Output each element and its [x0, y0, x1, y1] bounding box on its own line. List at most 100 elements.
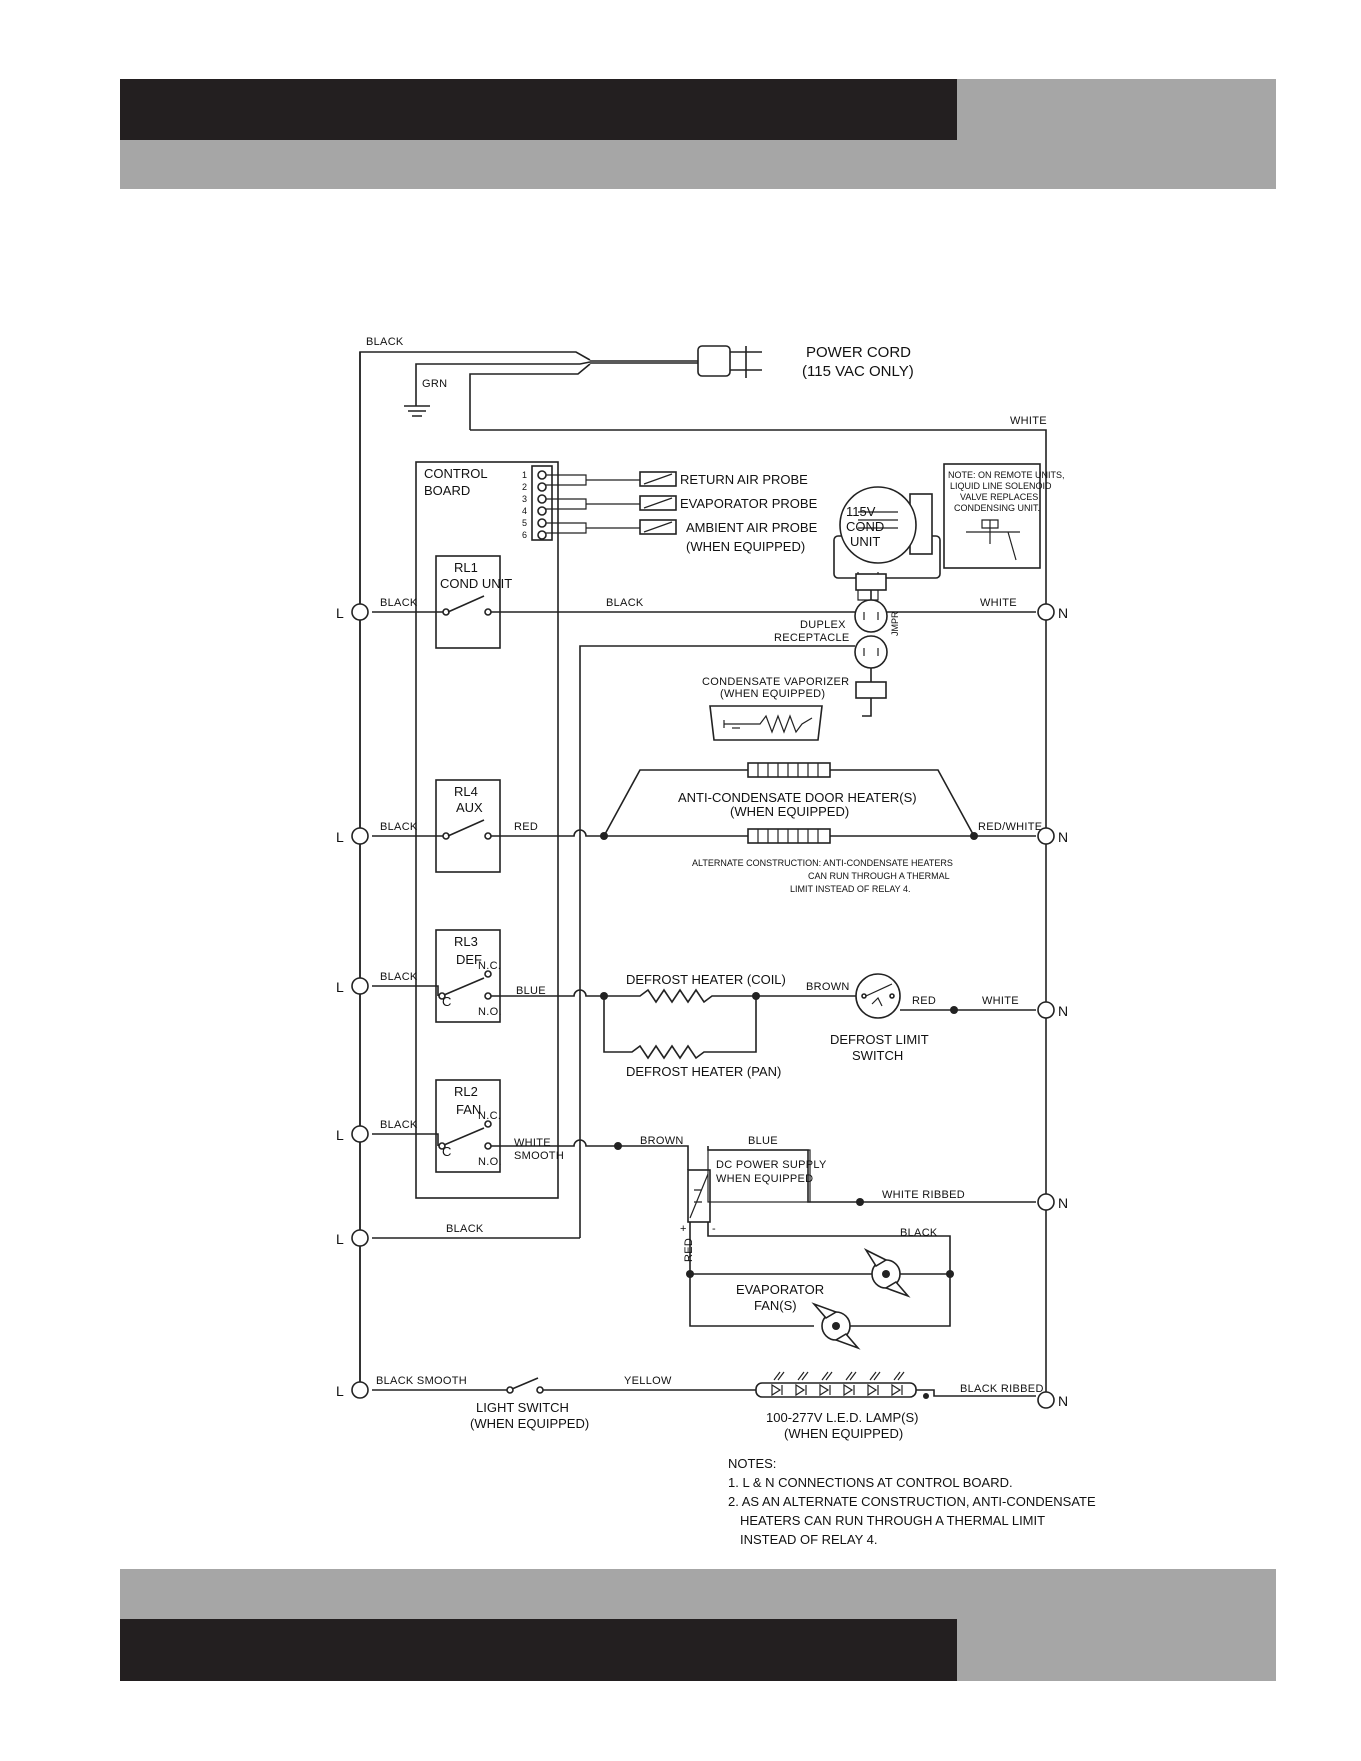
vaporizer-line1: CONDENSATE VAPORIZER: [702, 676, 849, 688]
vaporizer-line2: (WHEN EQUIPPED): [720, 688, 825, 700]
door-heater-upper-icon: [747, 762, 831, 778]
alt-construction-line1: ALTERNATE CONSTRUCTION: ANTI-CONDENSATE …: [692, 858, 953, 868]
relay-rl4: [435, 779, 501, 873]
terminal-l-4: [351, 1125, 369, 1143]
n-label-4: N: [1058, 1195, 1068, 1211]
defrost-red-label: RED: [912, 995, 936, 1007]
return-air-probe-icon: [639, 471, 677, 487]
notes-item-3: HEATERS CAN RUN THROUGH A THERMAL LIMIT: [740, 1513, 1045, 1528]
power-cord-title: POWER CORD: [806, 344, 911, 361]
dc-minus: -: [712, 1223, 716, 1235]
notes-item-4: INSTEAD OF RELAY 4.: [740, 1532, 878, 1547]
terminal-3: 3: [522, 494, 527, 504]
return-air-probe-label: RETURN AIR PROBE: [680, 472, 808, 487]
fan-icon-2: [811, 1302, 861, 1350]
rl4-name: RL4: [454, 784, 478, 799]
probe-terminal-block: [531, 465, 553, 541]
black-wire-label-top: BLACK: [366, 336, 404, 348]
terminal-2: 2: [522, 482, 527, 492]
dc-power-supply-icon: [687, 1169, 711, 1223]
l-label-3: L: [336, 979, 344, 995]
defrost-brown-label: BROWN: [806, 981, 850, 993]
power-cord-subtitle: (115 VAC ONLY): [802, 363, 914, 380]
duplex-feed-wire: [579, 645, 855, 1238]
remote-note-box: [943, 463, 1041, 569]
l-label-1: L: [336, 605, 344, 621]
dc-power-line1: DC POWER SUPPLY: [716, 1159, 827, 1171]
cond-unit-line1: 115V: [846, 504, 876, 519]
l-label-6: L: [336, 1383, 344, 1399]
ground-symbol: [404, 392, 430, 417]
terminal-5: 5: [522, 518, 527, 528]
door-heater-line1: ANTI-CONDENSATE DOOR HEATER(S): [678, 790, 917, 805]
note-box-line1: NOTE: ON REMOTE UNITS,: [948, 470, 1065, 480]
notes-title: NOTES:: [728, 1456, 776, 1471]
fan-icon-1: [863, 1248, 911, 1298]
dc-red-label: RED: [683, 1238, 695, 1262]
terminal-n-5: [1037, 1391, 1055, 1409]
rl4-black-label: BLACK: [380, 821, 418, 833]
rl2-name: RL2: [454, 1084, 478, 1099]
defrost-white-label: WHITE: [982, 995, 1019, 1007]
control-board-title-2: BOARD: [424, 483, 470, 498]
notes-item-2: 2. AS AN ALTERNATE CONSTRUCTION, ANTI-CO…: [728, 1494, 1096, 1509]
rl3-name: RL3: [454, 934, 478, 949]
led-lamp-line2: (WHEN EQUIPPED): [784, 1426, 903, 1441]
rl3-sub: DEF: [456, 952, 482, 967]
terminal-l-5: [351, 1229, 369, 1247]
yellow-label: YELLOW: [624, 1375, 672, 1387]
light-switch-line2: (WHEN EQUIPPED): [470, 1416, 589, 1431]
l-label-4: L: [336, 1127, 344, 1143]
evap-fans-line1: EVAPORATOR: [736, 1282, 824, 1297]
door-heater-lower-icon: [747, 828, 831, 844]
rl1-contact: [372, 595, 1036, 616]
note-box-line3: VALVE REPLACES: [960, 492, 1038, 502]
evaporator-probe-label: EVAPORATOR PROBE: [680, 496, 818, 511]
l-label-2: L: [336, 829, 344, 845]
rl2-smooth-label: SMOOTH: [514, 1150, 564, 1162]
led-lamp-line1: 100-277V L.E.D. LAMP(S): [766, 1410, 918, 1425]
condensing-unit: [833, 486, 941, 610]
notes-item-1: 1. L & N CONNECTIONS AT CONTROL BOARD.: [728, 1475, 1013, 1490]
rl3-blue-label: BLUE: [516, 985, 546, 997]
rl2-nc: N.C.: [478, 1110, 501, 1122]
rl2-white-label: WHITE: [514, 1137, 551, 1149]
jumper-label: JMPR: [890, 611, 900, 636]
led-lamp-icon: [755, 1371, 917, 1398]
cond-unit-line2: COND: [846, 519, 884, 534]
n-label-3: N: [1058, 1003, 1068, 1019]
terminal-l-3: [351, 977, 369, 995]
ambient-air-probe-label: AMBIENT AIR PROBE: [686, 520, 818, 535]
solenoid-valve-icon: [966, 519, 1020, 561]
note-box-line2: LIQUID LINE SOLENOID: [950, 481, 1052, 491]
black-ribbed-label: BLACK RIBBED: [960, 1383, 1044, 1395]
footer-dark-band: [120, 1619, 957, 1681]
terminal-4: 4: [522, 506, 527, 516]
black-smooth-label: BLACK SMOOTH: [376, 1375, 467, 1387]
terminal-l-1: [351, 603, 369, 621]
n-label-5: N: [1058, 1393, 1068, 1409]
rl3-nc: N.C.: [478, 960, 501, 972]
fan-blue-label: BLUE: [748, 1135, 778, 1147]
evap-fans-line2: FAN(S): [754, 1298, 797, 1313]
rl2-black-label: BLACK: [380, 1119, 418, 1131]
defrost-limit-switch-icon: [855, 973, 901, 1019]
rl2-no: N.O.: [478, 1156, 502, 1168]
neutral-bus: [470, 429, 1047, 1396]
dc-power-supply-box: [707, 1149, 811, 1203]
door-heater-line2: (WHEN EQUIPPED): [730, 804, 849, 819]
board-black-label: BLACK: [446, 1223, 484, 1235]
ambient-air-probe-icon: [639, 519, 677, 535]
alt-construction-line2: CAN RUN THROUGH A THERMAL: [808, 871, 950, 881]
rl4-red-label: RED: [514, 821, 538, 833]
white-ribbed-label: WHITE RIBBED: [882, 1189, 965, 1201]
duplex-receptacle: [854, 573, 888, 717]
light-switch-line1: LIGHT SWITCH: [476, 1400, 569, 1415]
rl1-white-wire: WHITE: [980, 597, 1017, 609]
terminal-n-2: [1037, 827, 1055, 845]
fan-brown-label: BROWN: [640, 1135, 684, 1147]
rl3-no: N.O.: [478, 1006, 502, 1018]
terminal-l-2: [351, 827, 369, 845]
terminal-n-4: [1037, 1193, 1055, 1211]
